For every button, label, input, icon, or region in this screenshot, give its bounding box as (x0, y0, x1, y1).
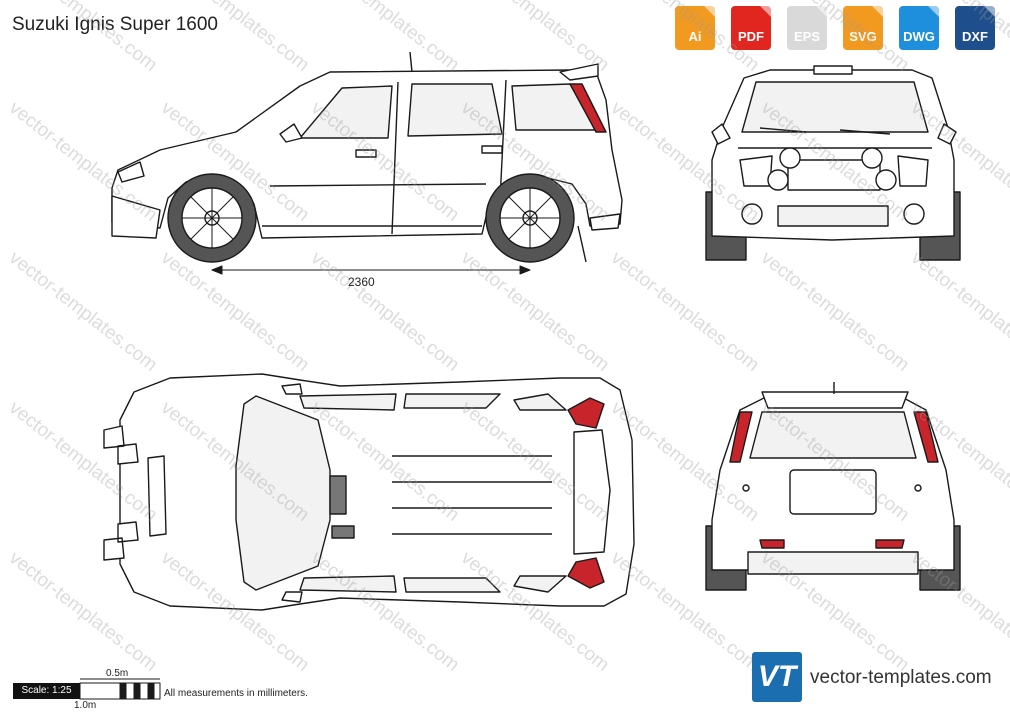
scale-full-label: 1.0m (74, 700, 97, 711)
dwg-file-icon[interactable]: DWG (899, 6, 939, 50)
rear-window (749, 411, 917, 459)
rear-reflector-left (759, 539, 785, 549)
scale-label: Scale: 1:25 (13, 683, 80, 699)
side-view (111, 51, 623, 275)
rear-number-plate (789, 469, 877, 515)
top-taillight-lower (567, 557, 605, 589)
side-beltline (269, 183, 487, 187)
rear-reflector-right (875, 539, 905, 549)
eps-file-icon[interactable]: EPS (787, 6, 827, 50)
top-bonnet-vent (147, 455, 167, 537)
side-wheel-front (167, 173, 257, 263)
format-label: Ai (688, 29, 702, 44)
rear-taillight-left (729, 411, 753, 463)
pdf-file-icon[interactable]: PDF (731, 6, 771, 50)
front-foglamp-left (741, 203, 763, 225)
side-wheel-rear (485, 173, 575, 263)
format-label: EPS (793, 29, 820, 44)
front-headlamp-left (739, 155, 773, 187)
top-side-windows-lower (299, 575, 567, 593)
measurement-note: All measurements in millimeters. (164, 688, 308, 699)
side-door-line-2 (499, 79, 507, 201)
top-side-windows-upper (299, 393, 567, 411)
front-headlamp-right (897, 155, 929, 187)
vt-logo-icon: VT (752, 652, 802, 702)
side-antenna (409, 51, 413, 73)
front-roof-vent (813, 65, 853, 75)
front-lower-intake (777, 205, 889, 227)
front-mirror-left (711, 123, 731, 145)
top-roof-scoop (331, 525, 355, 539)
dxf-file-icon[interactable]: DXF (955, 6, 995, 50)
format-label: DXF (962, 29, 988, 44)
rear-spoiler (761, 391, 909, 409)
wheelbase-dimension (211, 265, 531, 275)
side-door-line-1 (391, 81, 399, 235)
ai-file-icon[interactable]: Ai (675, 6, 715, 50)
scale-half-label: 0.5m (106, 668, 129, 679)
side-mirror (279, 123, 303, 143)
side-handle-rear (481, 145, 503, 154)
front-wipers (759, 127, 891, 135)
side-diffuser (589, 213, 621, 231)
front-spotlight-3 (767, 169, 789, 191)
front-spotlight-2 (861, 147, 883, 169)
top-spotlights (103, 425, 139, 561)
front-foglamp-right (903, 203, 925, 225)
format-label: DWG (903, 29, 935, 44)
scale-bar (79, 678, 161, 700)
rear-view (705, 382, 961, 591)
rear-diffuser (747, 551, 919, 575)
wheelbase-label: 2360 (348, 275, 375, 289)
top-view (103, 373, 635, 611)
side-window-front (299, 85, 393, 139)
side-headlamp (117, 161, 145, 183)
side-mudflap (577, 225, 587, 263)
top-mirror-upper (281, 383, 303, 395)
side-window-middle (407, 83, 503, 137)
front-view (705, 65, 961, 261)
svg-file-icon[interactable]: SVG (843, 6, 883, 50)
format-label: PDF (738, 29, 764, 44)
rear-lock-right (914, 484, 922, 492)
front-mirror-right (937, 123, 957, 145)
front-spotlight-4 (875, 169, 897, 191)
side-taillight (569, 83, 607, 133)
top-mirror-lower (281, 591, 303, 603)
top-windscreen (235, 395, 331, 591)
page-title: Suzuki Ignis Super 1600 (12, 14, 218, 35)
logo-text: vector-templates.com (810, 667, 992, 688)
rear-lock-left (742, 484, 750, 492)
side-spoiler (559, 63, 599, 81)
rear-taillight-right (913, 411, 939, 463)
top-rear-window (573, 429, 611, 555)
format-label: SVG (849, 29, 877, 44)
top-sunroof-vent (329, 475, 347, 515)
top-taillight-upper (567, 397, 605, 429)
front-spotlight-1 (779, 147, 801, 169)
side-front-bumper (111, 195, 161, 239)
side-handle-front (355, 149, 377, 158)
front-windscreen (741, 81, 929, 133)
